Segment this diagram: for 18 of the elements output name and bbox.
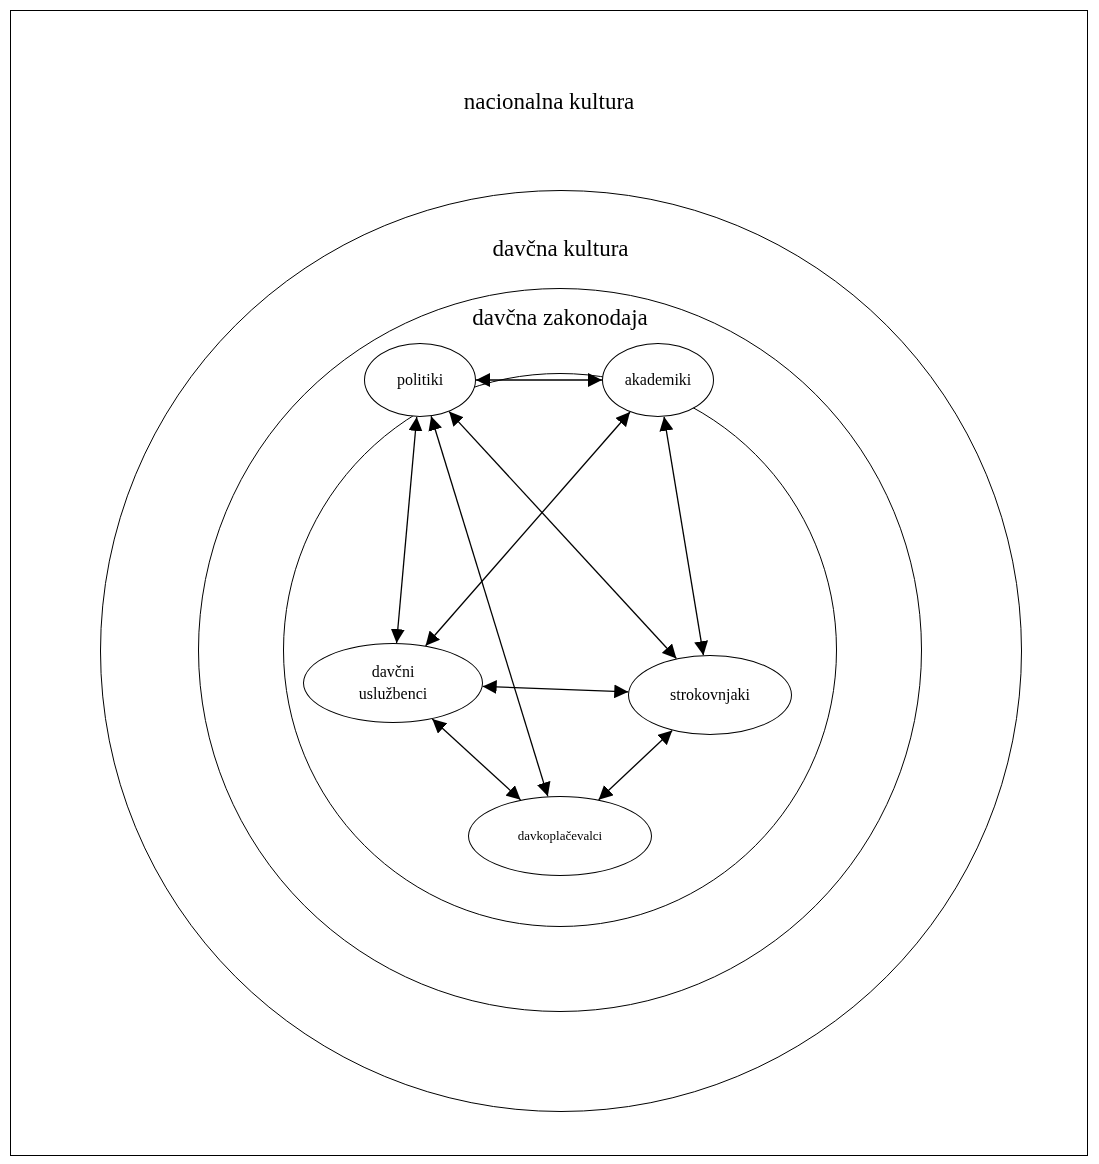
outer-frame bbox=[10, 10, 1088, 1156]
node-label: davčni uslužbenci bbox=[357, 662, 429, 704]
double-arrow bbox=[431, 718, 522, 801]
double-arrow bbox=[597, 729, 673, 801]
double-arrow bbox=[428, 415, 551, 797]
double-arrow bbox=[475, 373, 603, 387]
node-label: politiki bbox=[396, 370, 444, 391]
region-title: davčna zakonodaja bbox=[471, 305, 649, 331]
double-arrow bbox=[659, 416, 709, 656]
region-title: davčna kultura bbox=[491, 235, 630, 262]
double-arrow bbox=[482, 679, 629, 699]
double-arrow bbox=[390, 416, 423, 644]
region-title: nacionalna kultura bbox=[462, 89, 636, 115]
double-arrow bbox=[424, 411, 631, 647]
node-label: akademiki bbox=[624, 370, 692, 391]
node-label: davkoplačevalci bbox=[517, 827, 603, 845]
node-label: strokovnjaki bbox=[670, 685, 750, 706]
double-arrow bbox=[448, 410, 678, 660]
